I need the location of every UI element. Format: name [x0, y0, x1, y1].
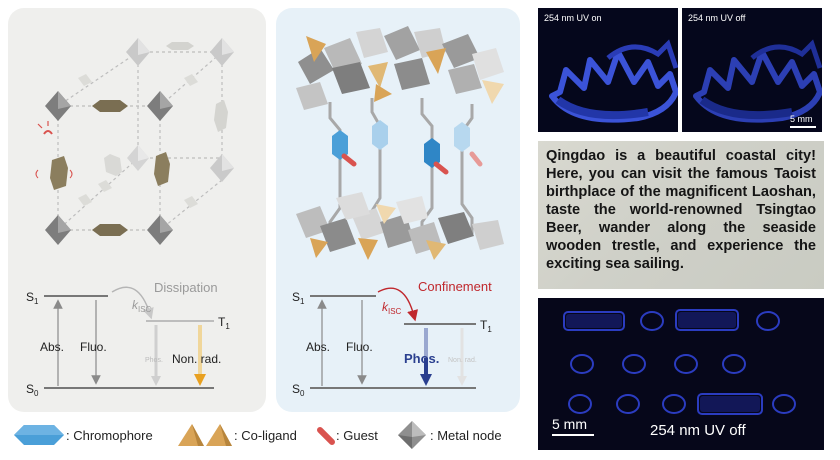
t1-label: T1	[218, 315, 230, 331]
s1-label: S1	[292, 290, 305, 306]
confinement-framework-top	[296, 26, 504, 110]
uv-off-caption: 254 nm UV off	[688, 13, 746, 23]
photo-uv-off: 254 nm UV off 5 mm	[682, 8, 822, 132]
uv-on-caption: 254 nm UV on	[544, 13, 602, 23]
dissipation-jablonski: S1 S0 T1 kISC Dissipation Abs. Fluo. Pho…	[26, 280, 230, 398]
bottom-caption: 254 nm UV off	[650, 422, 746, 439]
scale-label-top: 5 mm	[790, 114, 813, 124]
legend-guest: : Guest	[336, 428, 378, 443]
confinement-framework-bottom	[296, 192, 504, 260]
chromophore-icon	[50, 42, 228, 236]
chromophore-icon	[14, 425, 64, 445]
fluo-label: Fluo.	[346, 340, 373, 354]
confinement-diagram: S1 S0 T1 kISC Confinement Abs. Fluo. Pho…	[292, 26, 504, 398]
legend: : Chromophore : Co-ligand : Guest : Meta…	[14, 421, 502, 449]
photo-pattern-uv-off: 5 mm 254 nm UV off	[538, 298, 824, 450]
crown-image	[549, 39, 678, 123]
scale-bar-top	[790, 126, 816, 128]
guest-icon	[317, 427, 335, 445]
coligand-icon	[178, 424, 232, 446]
dissipation-panel	[8, 8, 266, 412]
guest-icon	[341, 151, 483, 175]
kisc-label: kISC	[132, 298, 152, 314]
phosphorescent-pattern	[563, 309, 796, 415]
confinement-title: Confinement	[418, 279, 492, 294]
t1-label: T1	[480, 318, 492, 334]
text-card: Qingdao is a beautiful coastal city! Her…	[538, 141, 824, 289]
s0-label: S0	[292, 382, 305, 398]
abs-label: Abs.	[40, 340, 64, 354]
confinement-jablonski: S1 S0 T1 kISC Confinement Abs. Fluo. Pho…	[292, 279, 492, 398]
kisc-label: kISC	[382, 300, 402, 316]
crown-image-afterglow	[693, 39, 822, 123]
scale-bar-bottom	[552, 434, 594, 436]
chromophore-icon	[332, 120, 470, 168]
photo-uv-on: 254 nm UV on	[538, 8, 678, 132]
nonrad-label: Non. rad.	[172, 352, 221, 366]
s0-label: S0	[26, 382, 39, 398]
s1-label: S1	[26, 290, 39, 306]
metal-node-icon	[398, 421, 426, 449]
dissipation-diagram: S1 S0 T1 kISC Dissipation Abs. Fluo. Pho…	[26, 38, 234, 398]
legend-metal-node: : Metal node	[430, 428, 502, 443]
fluo-label: Fluo.	[80, 340, 107, 354]
abs-label: Abs.	[306, 340, 330, 354]
nonrad-label: Non. rad.	[448, 357, 477, 364]
text-card-body: Qingdao is a beautiful coastal city! Her…	[546, 148, 816, 272]
phos-label: Phos.	[404, 351, 439, 366]
dissipation-title: Dissipation	[154, 280, 218, 295]
phos-label: Phos.	[145, 357, 163, 364]
legend-chromophore: : Chromophore	[66, 428, 153, 443]
guest-icon	[35, 121, 73, 179]
scale-label-bottom: 5 mm	[552, 416, 587, 432]
legend-coligand: : Co-ligand	[234, 428, 297, 443]
metal-node-icon	[45, 38, 234, 245]
